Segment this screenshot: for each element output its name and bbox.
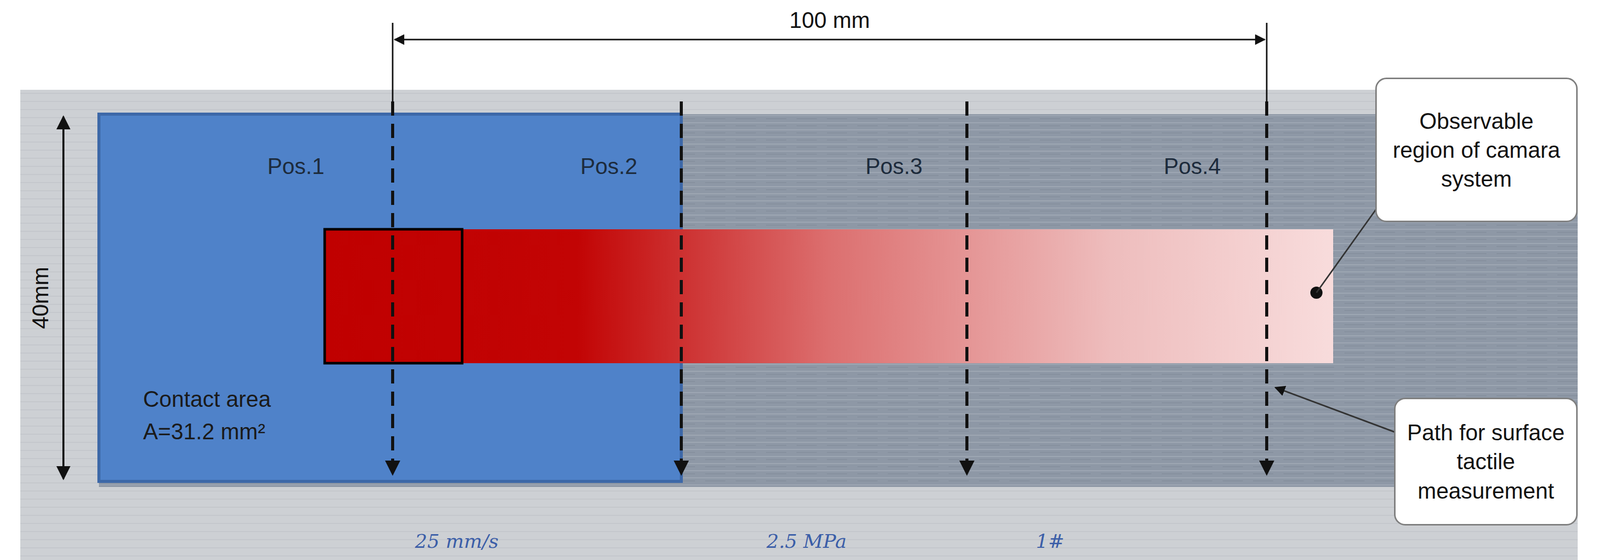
measure-path bbox=[391, 101, 395, 475]
measure-path bbox=[1265, 101, 1269, 475]
area-label: Contact area A=31.2 mm² bbox=[143, 383, 316, 448]
camera-band bbox=[324, 229, 1334, 364]
position-label: Pos.3 bbox=[865, 153, 923, 180]
position-label: Pos.1 bbox=[267, 153, 325, 180]
measure-path bbox=[679, 101, 683, 475]
dimension-label: 100 mm bbox=[789, 7, 871, 34]
callout-text: Path for surface tactile measurement bbox=[1404, 418, 1568, 506]
measure-path bbox=[965, 101, 969, 475]
leader-line bbox=[1316, 209, 1377, 293]
position-label: Pos.2 bbox=[580, 153, 638, 180]
dimension-line bbox=[62, 116, 65, 479]
leader-line bbox=[1275, 387, 1396, 433]
callout-box: Observable region of camara system bbox=[1375, 77, 1578, 223]
handwritten-note: 25 mm/s bbox=[414, 530, 499, 553]
handwritten-note: 2.5 MPa bbox=[766, 530, 847, 553]
handwritten-note: 1# bbox=[1035, 530, 1065, 553]
plate bbox=[20, 89, 1578, 560]
extension-line bbox=[1266, 22, 1268, 102]
extension-line bbox=[392, 22, 394, 102]
dimension-line bbox=[394, 39, 1265, 41]
position-label: Pos.4 bbox=[1163, 153, 1222, 180]
callout-box: Path for surface tactile measurement bbox=[1394, 397, 1578, 526]
dimension-label: 40mm bbox=[27, 266, 54, 329]
callout-text: Observable region of camara system bbox=[1385, 106, 1568, 194]
plate-track bbox=[98, 114, 1578, 488]
